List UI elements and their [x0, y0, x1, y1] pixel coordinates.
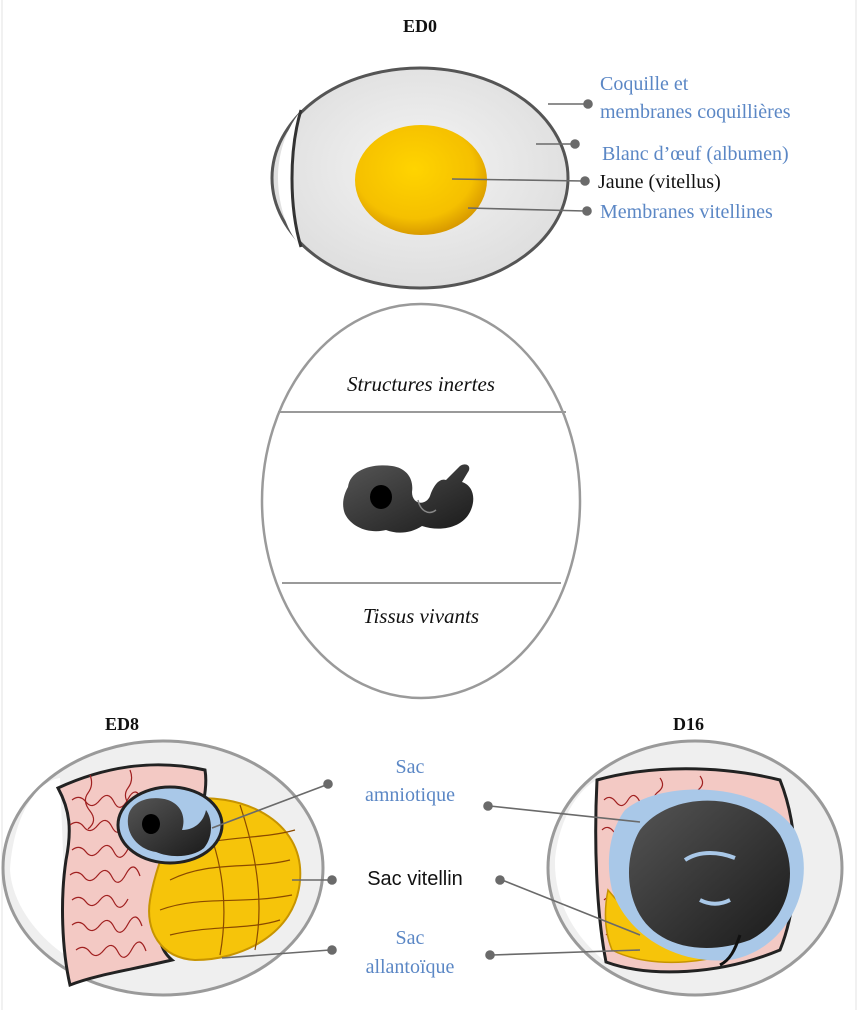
label-allanto-line1: Sac	[340, 926, 480, 950]
label-amnio-line2: amniotique	[340, 783, 480, 807]
label-allanto-line2: allantoïque	[340, 955, 480, 979]
schema-top-label: Structures inertes	[300, 372, 542, 396]
stage-label-d16: D16	[673, 712, 704, 736]
egg-d16	[548, 741, 842, 995]
label-amnio-line1: Sac	[340, 755, 480, 779]
stage-label-ed0: ED0	[385, 14, 455, 38]
stage-label-ed8: ED8	[105, 712, 139, 736]
label-vitellin: Sac vitellin	[340, 867, 490, 891]
label-yolk: Jaune (vitellus)	[598, 170, 721, 194]
egg-ed0	[272, 68, 568, 288]
label-shell-line1: Coquille et	[600, 72, 688, 96]
schema-bottom-label: Tissus vivants	[300, 604, 542, 628]
label-albumen: Blanc d’œuf (albumen)	[602, 142, 789, 166]
label-shell-line2: membranes coquillières	[600, 100, 791, 124]
egg-ed8	[3, 741, 323, 995]
embryo-d16	[629, 801, 790, 948]
label-vitelline: Membranes vitellines	[600, 200, 773, 224]
schema-oval	[262, 304, 580, 698]
